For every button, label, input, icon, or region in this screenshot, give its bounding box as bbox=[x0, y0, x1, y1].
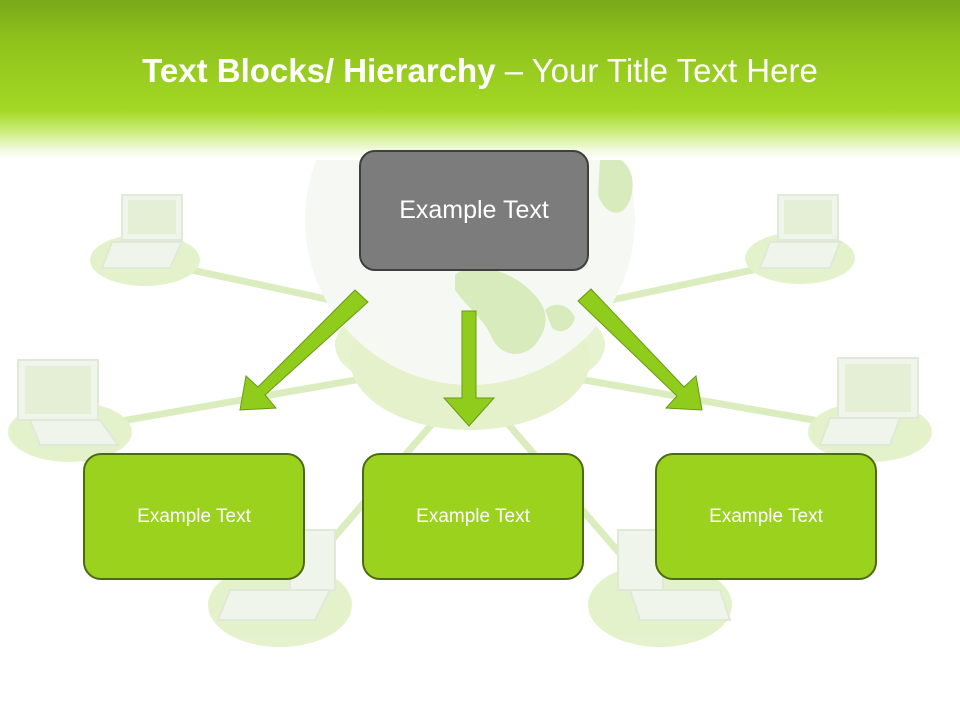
page-title: Text Blocks/ Hierarchy – Your Title Text… bbox=[0, 52, 960, 90]
child-node-label: Example Text bbox=[416, 505, 530, 527]
arrow-center bbox=[442, 310, 496, 427]
child-node-label: Example Text bbox=[137, 505, 251, 527]
title-normal: – Your Title Text Here bbox=[495, 52, 818, 89]
arrow-right bbox=[577, 288, 703, 411]
root-node: Example Text bbox=[359, 150, 589, 271]
child-node-left: Example Text bbox=[83, 453, 305, 580]
title-bar bbox=[0, 0, 960, 160]
arrow-left bbox=[239, 289, 369, 411]
child-node-right: Example Text bbox=[655, 453, 877, 580]
title-bold: Text Blocks/ Hierarchy bbox=[142, 52, 496, 89]
root-node-label: Example Text bbox=[399, 196, 549, 224]
child-node-label: Example Text bbox=[709, 505, 823, 527]
child-node-center: Example Text bbox=[362, 453, 584, 580]
